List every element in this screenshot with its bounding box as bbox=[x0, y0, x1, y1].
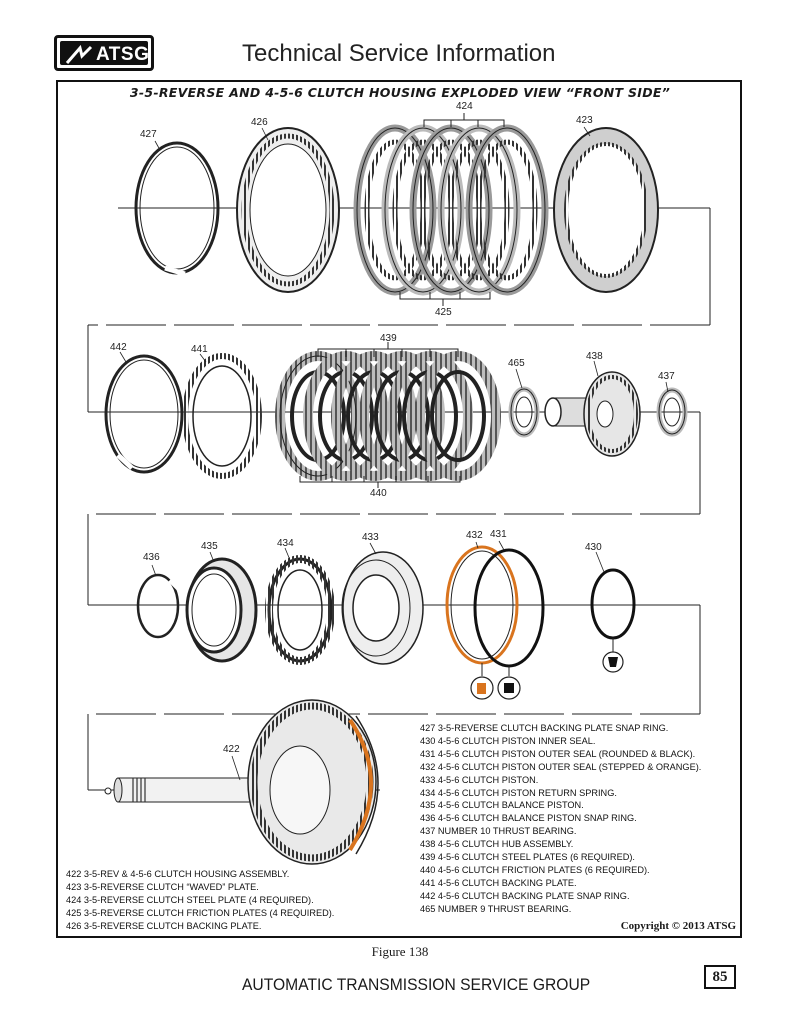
atsg-logo: ATSG bbox=[54, 35, 154, 71]
legend-item: 441 4-5-6 CLUTCH BACKING PLATE. bbox=[420, 877, 577, 888]
logo-text: ATSG bbox=[96, 44, 150, 65]
legend-item: 436 4-5-6 CLUTCH BALANCE PISTON SNAP RIN… bbox=[420, 813, 637, 824]
figure-caption: Figure 138 bbox=[371, 944, 429, 959]
callout-427: 427 bbox=[140, 129, 157, 140]
legend-item: 434 4-5-6 CLUTCH PISTON RETURN SPRING. bbox=[420, 787, 617, 798]
logo-arrow-icon bbox=[65, 44, 93, 64]
callout-438: 438 bbox=[586, 351, 603, 362]
callout-426: 426 bbox=[251, 117, 268, 128]
return-spring-434 bbox=[265, 555, 335, 665]
legend-left: 422 3-5-REV & 4-5-6 CLUTCH HOUSING ASSEM… bbox=[66, 868, 334, 933]
footer-title: AUTOMATIC TRANSMISSION SERVICE GROUP bbox=[242, 975, 591, 994]
legend-item: 425 3-5-REVERSE CLUTCH FRICTION PLATES (… bbox=[66, 907, 335, 918]
legend-item: 433 4-5-6 CLUTCH PISTON. bbox=[420, 774, 539, 785]
callout-441: 441 bbox=[191, 344, 208, 355]
callout-430: 430 bbox=[585, 542, 602, 553]
plate-stack-424-425 bbox=[353, 124, 549, 296]
legend-item: 422 3-5-REV & 4-5-6 CLUTCH HOUSING ASSEM… bbox=[66, 869, 290, 879]
legend-item: 440 4-5-6 CLUTCH FRICTION PLATES (6 REQU… bbox=[420, 864, 650, 875]
clutch-housing-422 bbox=[88, 699, 380, 865]
callout-465: 465 bbox=[508, 358, 525, 369]
legend-item: 432 4-5-6 CLUTCH PISTON OUTER SEAL (STEP… bbox=[420, 761, 702, 772]
snap-ring-442 bbox=[104, 354, 184, 474]
callout-424: 424 bbox=[456, 101, 473, 112]
bracket-440 bbox=[299, 476, 461, 488]
legend-item: 465 NUMBER 9 THRUST BEARING. bbox=[420, 903, 572, 914]
legend-item: 427 3-5-REVERSE CLUTCH BACKING PLATE SNA… bbox=[420, 723, 669, 733]
legend-item: 438 4-5-6 CLUTCH HUB ASSEMBLY. bbox=[420, 839, 574, 850]
bracket-439 bbox=[317, 342, 459, 357]
callout-437: 437 bbox=[658, 371, 675, 382]
legend-item: 426 3-5-REVERSE CLUTCH BACKING PLATE. bbox=[66, 920, 262, 931]
bracket-424 bbox=[423, 113, 505, 127]
page-title: Technical Service Information bbox=[242, 40, 556, 67]
diagram-frame bbox=[56, 80, 742, 938]
callout-435: 435 bbox=[201, 541, 218, 552]
seal-profile-inner-icon bbox=[602, 638, 624, 673]
callout-431: 431 bbox=[490, 529, 507, 540]
thrust-bearing-437 bbox=[656, 387, 688, 437]
diagram-title: 3-5-REVERSE AND 4-5-6 CLUTCH HOUSING EXP… bbox=[129, 85, 671, 100]
callout-423: 423 bbox=[576, 115, 593, 126]
legend-item: 437 NUMBER 10 THRUST BEARING. bbox=[420, 826, 577, 837]
bracket-425 bbox=[399, 292, 491, 306]
seal-profile-orange-icon bbox=[470, 663, 494, 700]
legend-item: 430 4-5-6 CLUTCH PISTON INNER SEAL. bbox=[420, 735, 596, 746]
backing-plate-426 bbox=[236, 127, 340, 293]
clutch-hub-438 bbox=[544, 371, 641, 457]
legend-item: 435 4-5-6 CLUTCH BALANCE PISTON. bbox=[420, 800, 584, 811]
thrust-bearing-465 bbox=[508, 386, 540, 438]
legend-item: 424 3-5-REVERSE CLUTCH STEEL PLATE (4 RE… bbox=[66, 894, 314, 905]
plate-stack-439-440 bbox=[275, 351, 501, 481]
callout-439: 439 bbox=[380, 333, 397, 344]
callout-442: 442 bbox=[110, 342, 127, 353]
seal-profile-black-icon bbox=[497, 666, 521, 700]
callout-440: 440 bbox=[370, 488, 387, 499]
waved-plate-423 bbox=[553, 127, 659, 293]
legend-item: 423 3-5-REVERSE CLUTCH “WAVED” PLATE. bbox=[66, 881, 259, 892]
legend-item: 431 4-5-6 CLUTCH PISTON OUTER SEAL (ROUN… bbox=[420, 748, 696, 759]
callout-422: 422 bbox=[223, 744, 240, 755]
page-number: 85 bbox=[704, 965, 736, 989]
balance-piston-435 bbox=[185, 557, 258, 663]
inner-seal-430 bbox=[590, 568, 636, 640]
callout-434: 434 bbox=[277, 538, 294, 549]
copyright: Copyright © 2013 ATSG bbox=[620, 920, 736, 932]
legend-right: 427 3-5-REVERSE CLUTCH BACKING PLATE SNA… bbox=[420, 722, 701, 916]
callout-436: 436 bbox=[143, 552, 160, 563]
legend-item: 442 4-5-6 CLUTCH BACKING PLATE SNAP RING… bbox=[420, 890, 630, 901]
callout-433: 433 bbox=[362, 532, 379, 543]
snap-ring-436 bbox=[136, 573, 182, 639]
leader-lines bbox=[119, 126, 669, 781]
snap-ring-427 bbox=[134, 141, 220, 277]
piston-433 bbox=[341, 551, 424, 665]
legend-item: 439 4-5-6 CLUTCH STEEL PLATES (6 REQUIRE… bbox=[420, 852, 635, 863]
backing-plate-441 bbox=[182, 353, 262, 479]
callout-425: 425 bbox=[435, 307, 452, 318]
callout-432: 432 bbox=[466, 530, 483, 541]
